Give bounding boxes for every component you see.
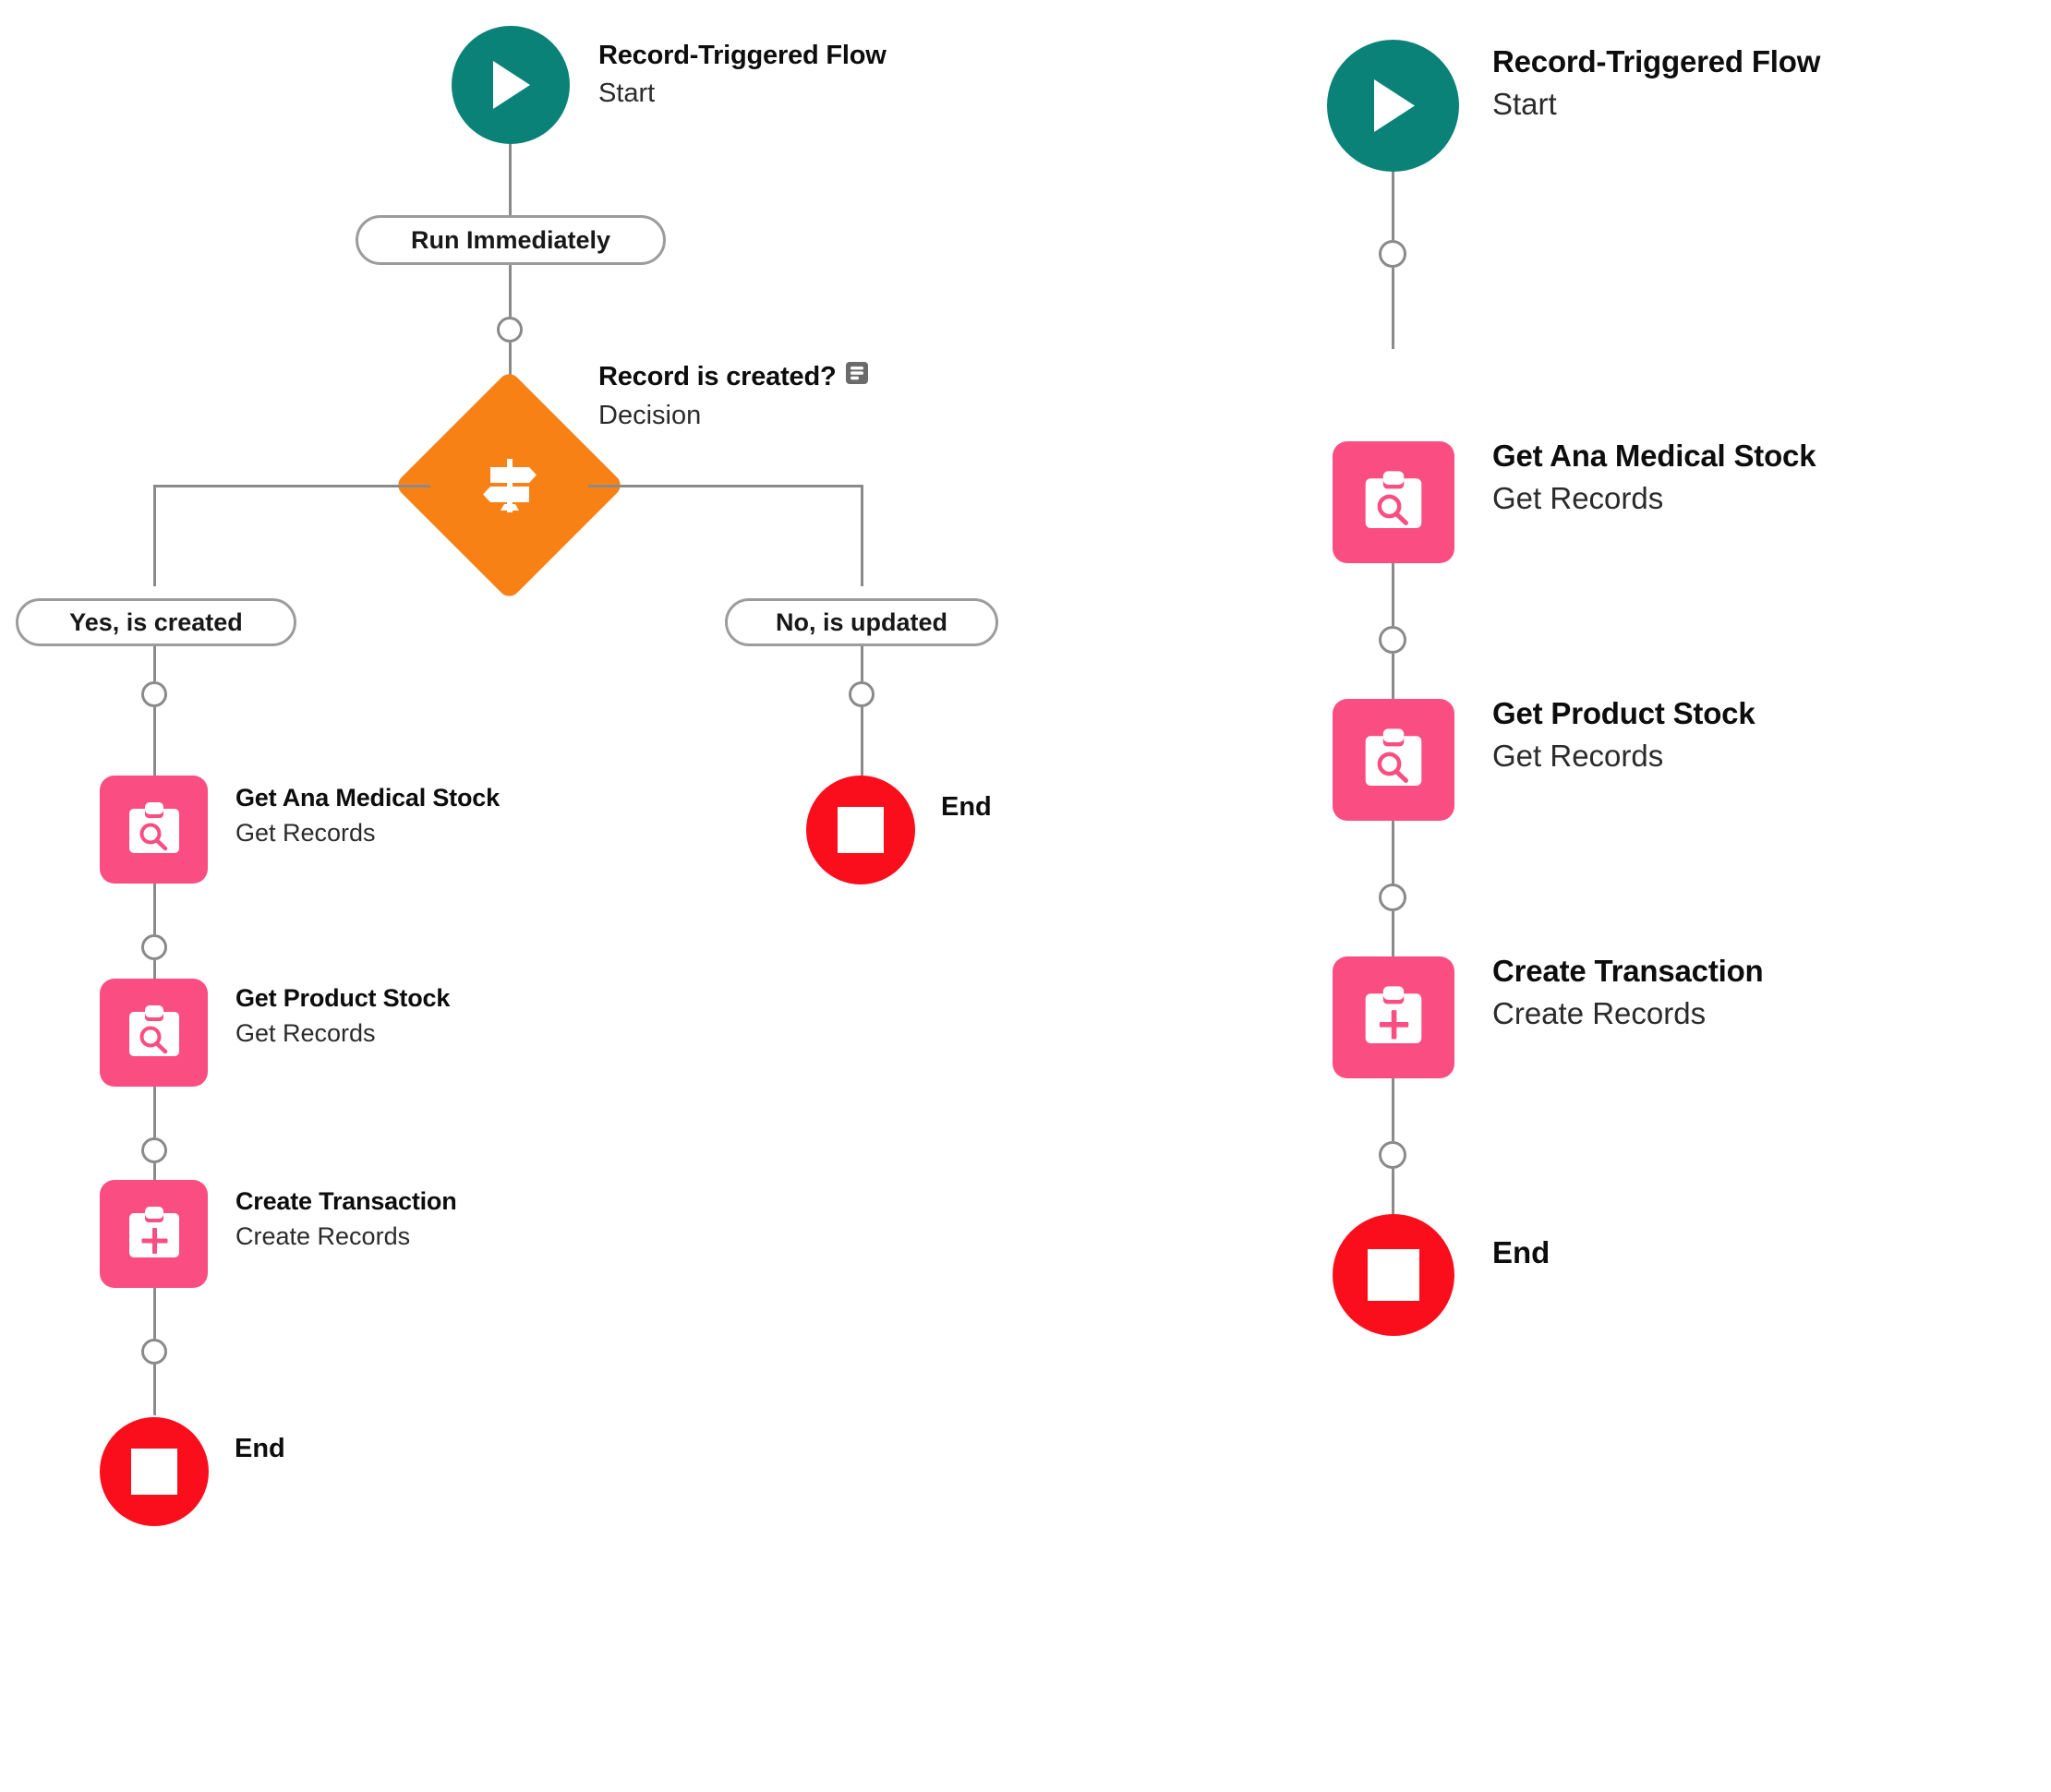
left-no-conn-1a <box>861 646 863 681</box>
left-yes-conn-2a <box>153 884 156 934</box>
left-connector-pill-decision-top <box>509 265 512 317</box>
right-add-element-button-1[interactable] <box>1379 240 1406 268</box>
right-node-2-subtitle: Get Records <box>1492 739 1664 773</box>
left-node-1-subtitle: Get Records <box>235 819 376 847</box>
left-no-conn-1b <box>861 707 863 776</box>
left-connector-start-pill <box>509 144 512 216</box>
right-node-1-subtitle: Get Records <box>1492 481 1664 515</box>
left-node-3-subtitle: Create Records <box>235 1222 411 1250</box>
left-branch-right-drop-a <box>861 485 863 586</box>
right-conn-3a <box>1392 821 1394 884</box>
left-decision-node[interactable] <box>393 369 625 601</box>
left-decision-title: Record is created? <box>598 362 837 391</box>
left-node-3-title: Create Transaction <box>235 1187 457 1215</box>
left-decision-label: Record is created? Decision <box>598 358 869 435</box>
clipboard-search-icon <box>1365 471 1422 529</box>
right-node-2-label: Get Product Stock Get Records <box>1492 692 1755 777</box>
left-branch-left-horizontal <box>153 485 430 487</box>
right-node-create-transaction[interactable] <box>1333 956 1454 1078</box>
clipboard-search-icon <box>128 801 179 853</box>
right-end-node[interactable] <box>1333 1214 1454 1336</box>
left-start-node[interactable] <box>452 26 570 144</box>
play-icon <box>493 61 530 109</box>
right-start-label: Record-Triggered Flow Start <box>1492 41 1820 126</box>
left-node-2-subtitle: Get Records <box>235 1019 376 1047</box>
left-add-element-button-1[interactable] <box>497 317 523 343</box>
left-branch-pill-yes[interactable]: Yes, is created <box>16 598 296 646</box>
left-trigger-pill-label: Run Immediately <box>410 225 611 254</box>
left-node-get-ana-medical-stock[interactable] <box>100 776 208 884</box>
left-branch-right-horizontal <box>588 485 863 487</box>
right-conn-4a <box>1392 1078 1394 1141</box>
left-end-node-yes[interactable] <box>100 1417 209 1526</box>
right-conn-2b <box>1392 654 1394 717</box>
right-start-title: Record-Triggered Flow <box>1492 44 1821 78</box>
left-trigger-pill[interactable]: Run Immediately <box>356 215 666 265</box>
left-branch-pill-no-label: No, is updated <box>775 607 947 636</box>
left-add-element-button-no-1[interactable] <box>849 681 875 707</box>
right-node-get-product-stock[interactable] <box>1333 699 1454 821</box>
left-end-label-no: End <box>941 792 992 822</box>
right-node-3-label: Create Transaction Create Records <box>1492 950 1764 1035</box>
left-start-title: Record-Triggered Flow <box>598 41 887 70</box>
description-icon <box>845 359 869 397</box>
stop-square-icon <box>1368 1249 1419 1301</box>
left-add-element-button-yes-4[interactable] <box>141 1339 167 1365</box>
right-start-node[interactable] <box>1327 40 1459 172</box>
right-start-subtitle: Start <box>1492 87 1557 121</box>
left-end-label-yes: End <box>235 1434 285 1463</box>
clipboard-plus-icon <box>128 1206 179 1257</box>
left-node-create-transaction[interactable] <box>100 1180 208 1288</box>
left-branch-pill-no[interactable]: No, is updated <box>725 598 998 646</box>
left-yes-conn-4b <box>153 1365 156 1415</box>
left-start-subtitle: Start <box>598 78 656 108</box>
left-branch-left-drop-a <box>153 485 156 586</box>
play-icon <box>1373 79 1415 132</box>
right-conn-3b <box>1392 911 1394 975</box>
left-decision-subtitle: Decision <box>598 400 702 430</box>
left-node-2-label: Get Product Stock Get Records <box>235 980 450 1051</box>
right-add-element-button-4[interactable] <box>1379 1141 1406 1169</box>
right-conn-1a <box>1392 172 1394 240</box>
left-node-3-label: Create Transaction Create Records <box>235 1184 457 1254</box>
clipboard-plus-icon <box>1365 986 1422 1044</box>
right-end-label: End <box>1492 1235 1550 1269</box>
right-node-1-title: Get Ana Medical Stock <box>1492 439 1816 473</box>
right-add-element-button-2[interactable] <box>1379 626 1406 654</box>
right-node-2-title: Get Product Stock <box>1492 696 1755 730</box>
left-branch-pill-yes-label: Yes, is created <box>69 607 243 636</box>
left-yes-conn-3a <box>153 1087 156 1137</box>
clipboard-search-icon <box>1365 728 1422 787</box>
left-node-get-product-stock[interactable] <box>100 979 208 1087</box>
left-node-2-title: Get Product Stock <box>235 984 451 1012</box>
clipboard-search-icon <box>128 1004 179 1056</box>
left-node-1-label: Get Ana Medical Stock Get Records <box>235 780 500 850</box>
right-node-1-label: Get Ana Medical Stock Get Records <box>1492 435 1816 520</box>
stop-square-icon <box>838 807 884 853</box>
left-end-node-no[interactable] <box>806 776 915 884</box>
left-yes-conn-1a <box>153 646 156 681</box>
left-start-label: Record-Triggered Flow Start <box>598 37 887 113</box>
right-node-3-subtitle: Create Records <box>1492 996 1707 1030</box>
left-yes-conn-1b <box>153 707 156 776</box>
left-add-element-button-yes-2[interactable] <box>141 934 167 960</box>
right-node-3-title: Create Transaction <box>1492 954 1764 988</box>
left-node-1-title: Get Ana Medical Stock <box>235 784 500 812</box>
right-add-element-button-3[interactable] <box>1379 884 1406 911</box>
signpost-icon <box>482 458 537 512</box>
left-add-element-button-yes-1[interactable] <box>141 681 167 707</box>
right-conn-1b <box>1392 268 1394 349</box>
right-node-get-ana-medical-stock[interactable] <box>1333 441 1454 563</box>
left-yes-conn-4a <box>153 1288 156 1339</box>
right-conn-2a <box>1392 563 1394 626</box>
stop-square-icon <box>131 1449 177 1495</box>
left-add-element-button-yes-3[interactable] <box>141 1137 167 1163</box>
right-conn-4b <box>1392 1169 1394 1233</box>
